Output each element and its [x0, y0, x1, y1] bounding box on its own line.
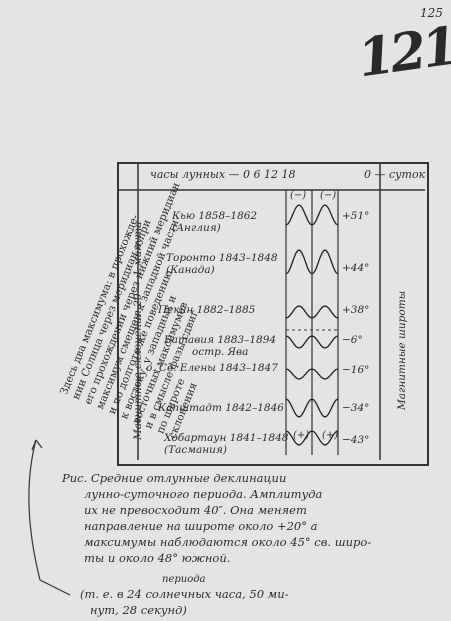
caption-note-line: нут, 28 секунд) [90, 603, 187, 617]
station-label: Хобартаун 1841–1848 (Тасмания) [164, 432, 288, 456]
caption-note-line: (т. е. в 24 солнечных часа, 50 ми- [80, 587, 289, 601]
station-name: Капштадт 1842–1846 [158, 402, 284, 414]
caption-line: максимумы наблюдаются около 45° св. широ… [84, 535, 372, 549]
caption-note: (т. е. в 24 солнечных часа, 50 ми- нут, … [80, 586, 289, 618]
plus-mark: (+) [322, 430, 339, 441]
latitude-value: +38° [342, 304, 370, 316]
latitude-value: +51° [342, 210, 370, 222]
latitude-value: −34° [342, 402, 370, 414]
figure-header: часы лунных — 0 6 12 18 [150, 168, 296, 181]
station-sub: остр. Ява [192, 346, 249, 358]
station-curve [285, 368, 339, 380]
caption-line: Рис. Средние отлунные деклинации [62, 471, 287, 485]
station-name: Кью 1858–1862 [172, 210, 258, 222]
figure-frame [117, 162, 429, 466]
station-label: Пекин 1882–1885 [158, 304, 255, 316]
station-name: Торонто 1843–1848 [166, 252, 278, 264]
station-label: Торонто 1843–1848 (Канада) [166, 252, 278, 276]
station-sub: (Канада) [166, 264, 215, 276]
figure-caption: Рис. Средние отлунные деклинации лунно-с… [62, 470, 371, 566]
station-curve [285, 430, 339, 446]
minus-mark: (−) [290, 190, 307, 201]
minus-mark: (−) [320, 190, 337, 201]
margin-arrow [28, 439, 71, 596]
latitude-value: −16° [342, 364, 370, 376]
station-name: Хобартаун 1841–1848 [164, 432, 289, 444]
station-label: о. Св. Елены 1843–1847 [146, 362, 278, 374]
caption-line: направление на широте около +20° а [84, 519, 318, 533]
margin-arrow-head [31, 439, 43, 451]
station-label: Кью 1858–1862 (Англия) [172, 210, 257, 234]
latitude-value: +44° [342, 262, 370, 274]
caption-line: лунно-суточного периода. Амплитуда [84, 487, 323, 501]
station-curve [285, 398, 339, 418]
station-name: о. Св. Елены 1843–1847 [146, 362, 278, 374]
station-name: Батавия 1883–1894 [164, 334, 277, 346]
station-curve [285, 335, 339, 349]
station-curve [285, 204, 339, 226]
station-label: Капштадт 1842–1846 [158, 402, 284, 414]
caption-note-insert: периода [162, 574, 206, 585]
page-number: 125 [420, 6, 443, 20]
station-curve [285, 249, 339, 275]
station-sub: (Англия) [172, 222, 221, 234]
station-sub: (Тасмания) [164, 444, 227, 456]
caption-line: ты и около 48° южной. [84, 551, 231, 565]
plus-mark: (+) [293, 430, 310, 441]
latitude-value: −43° [342, 434, 370, 446]
latitude-value: −6° [342, 334, 363, 346]
station-curve [285, 305, 339, 319]
station-label: Батавия 1883–1894 остр. Ява [164, 334, 276, 358]
station-name: Пекин 1882–1885 [158, 304, 256, 316]
caption-line: их не превосходит 40″. Она меняет [84, 503, 307, 517]
station-curves [285, 204, 339, 446]
